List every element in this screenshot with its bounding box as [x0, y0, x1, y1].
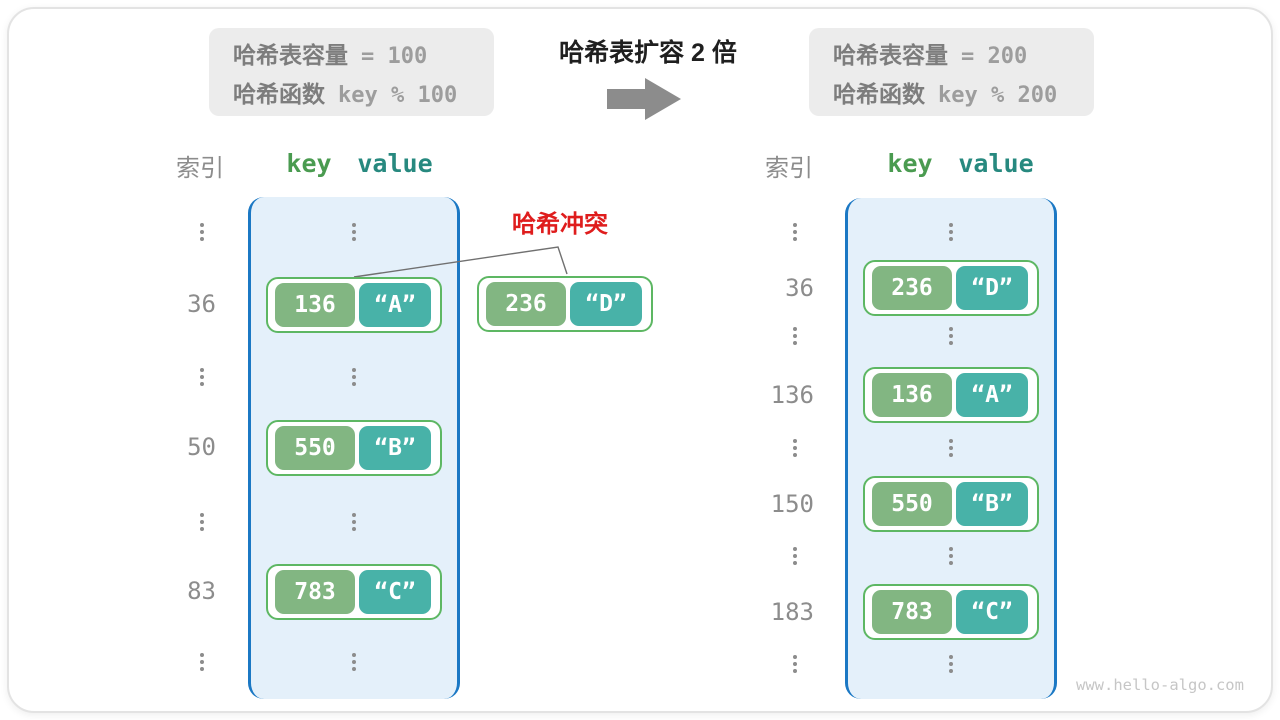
right-function-line: 哈希函数 key % 200 [833, 75, 1094, 109]
ellipsis-dots [793, 230, 797, 234]
key-text: 783 [891, 599, 933, 625]
value-box: “D” [570, 282, 642, 326]
key-text: 136 [891, 382, 933, 408]
hash-function-label: 哈希函数 [833, 80, 925, 107]
key-text: 550 [891, 491, 933, 517]
value-text: “D” [585, 291, 627, 317]
value-text: “A” [971, 382, 1013, 408]
diagram-card [7, 7, 1273, 713]
ellipsis-dots [352, 660, 356, 664]
key-text: 136 [294, 292, 336, 318]
ellipsis-dots [793, 662, 797, 666]
index-label: 136 [770, 381, 814, 409]
value-text: “B” [971, 491, 1013, 517]
hash-function-value: key % 100 [338, 82, 458, 108]
ellipsis-dots [949, 334, 953, 338]
key-text: 236 [505, 291, 547, 317]
kv-pair: 783 “C” [863, 584, 1039, 640]
left-capacity-info-box: 哈希表容量 = 100 哈希函数 key % 100 [209, 28, 494, 116]
kv-pair: 550 “B” [266, 420, 442, 476]
left-index-header: 索引 [176, 155, 224, 182]
capacity-label: 哈希表容量 [233, 41, 348, 68]
index-label: 36 [187, 290, 216, 318]
kv-pair: 550 “B” [863, 476, 1039, 532]
kv-pair: 236 “D” [863, 260, 1039, 316]
kv-pair: 783 “C” [266, 564, 442, 620]
right-capacity-info-box: 哈希表容量 = 200 哈希函数 key % 200 [809, 28, 1094, 116]
left-function-line: 哈希函数 key % 100 [233, 75, 494, 109]
key-box: 783 [872, 590, 952, 634]
capacity-label: 哈希表容量 [833, 41, 948, 68]
left-value-header: value [357, 149, 433, 178]
ellipsis-dots [352, 375, 356, 379]
capacity-value: = 100 [361, 43, 428, 69]
value-text: “C” [374, 579, 416, 605]
value-box: “D” [956, 266, 1028, 310]
index-label: 36 [785, 274, 814, 302]
right-key-header: key [887, 149, 933, 178]
expansion-title: 哈希表扩容 2 倍 [559, 39, 737, 67]
key-text: 236 [891, 275, 933, 301]
key-box: 136 [872, 373, 952, 417]
key-box: 783 [275, 570, 355, 614]
capacity-value: = 200 [961, 43, 1028, 69]
colliding-kv-pair: 236 “D” [477, 276, 653, 332]
ellipsis-dots [949, 446, 953, 450]
ellipsis-dots [200, 660, 204, 664]
index-label: 50 [187, 433, 216, 461]
watermark: www.hello-algo.com [1076, 676, 1244, 694]
value-text: “B” [374, 435, 416, 461]
ellipsis-dots [793, 446, 797, 450]
kv-pair: 136 “A” [266, 277, 442, 333]
expansion-arrow-icon [607, 78, 681, 120]
value-text: “A” [374, 292, 416, 318]
value-text: “C” [971, 599, 1013, 625]
ellipsis-dots [352, 230, 356, 234]
ellipsis-dots [949, 230, 953, 234]
hash-function-value: key % 200 [938, 82, 1058, 108]
ellipsis-dots [200, 520, 204, 524]
key-box: 550 [275, 426, 355, 470]
left-key-header: key [286, 149, 332, 178]
ellipsis-dots [949, 554, 953, 558]
ellipsis-dots [793, 334, 797, 338]
value-box: “C” [359, 570, 431, 614]
value-box: “B” [956, 482, 1028, 526]
left-capacity-line: 哈希表容量 = 100 [233, 36, 494, 70]
key-text: 550 [294, 435, 336, 461]
key-box: 236 [872, 266, 952, 310]
ellipsis-dots [352, 520, 356, 524]
hash-collision-label: 哈希冲突 [512, 211, 608, 238]
index-label: 150 [770, 490, 814, 518]
hash-function-label: 哈希函数 [233, 80, 325, 107]
right-value-header: value [958, 149, 1034, 178]
kv-pair: 136 “A” [863, 367, 1039, 423]
value-text: “D” [971, 275, 1013, 301]
right-capacity-line: 哈希表容量 = 200 [833, 36, 1094, 70]
value-box: “B” [359, 426, 431, 470]
ellipsis-dots [793, 554, 797, 558]
ellipsis-dots [949, 662, 953, 666]
index-label: 183 [770, 598, 814, 626]
key-box: 236 [486, 282, 566, 326]
collision-connector-lines [353, 246, 568, 278]
value-box: “C” [956, 590, 1028, 634]
index-label: 83 [187, 577, 216, 605]
key-box: 136 [275, 283, 355, 327]
ellipsis-dots [200, 230, 204, 234]
right-index-header: 索引 [765, 155, 813, 182]
value-box: “A” [956, 373, 1028, 417]
ellipsis-dots [200, 375, 204, 379]
value-box: “A” [359, 283, 431, 327]
key-box: 550 [872, 482, 952, 526]
key-text: 783 [294, 579, 336, 605]
